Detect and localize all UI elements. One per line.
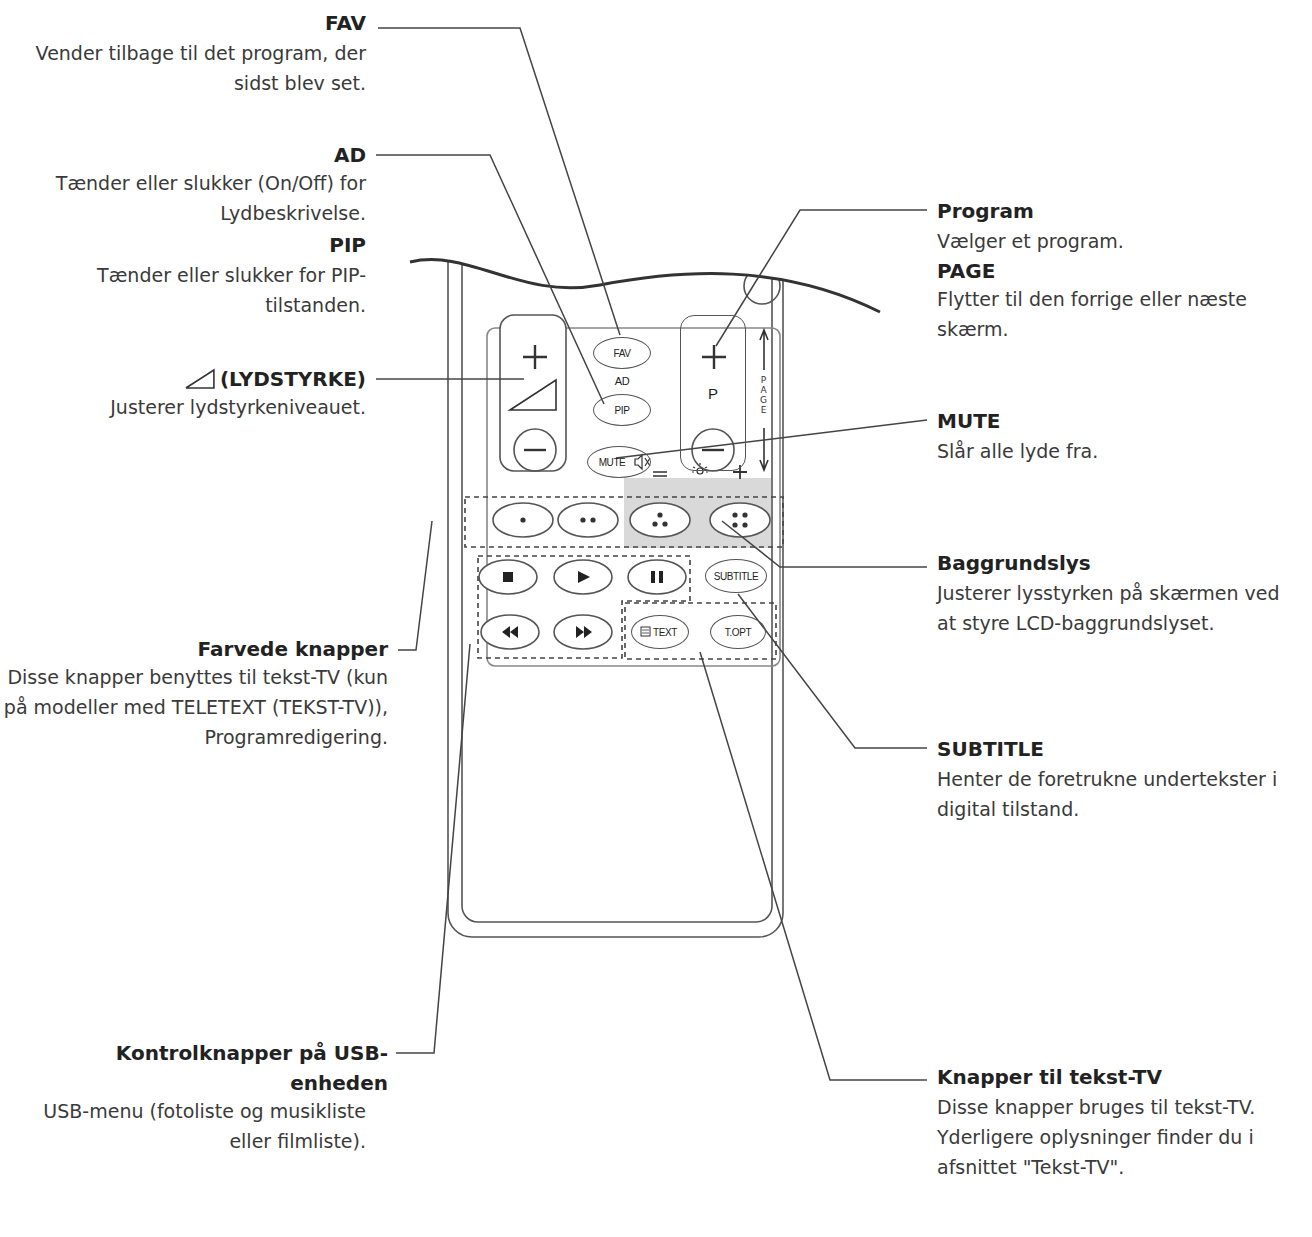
callout-text: Henter de foretrukne undertekster i digi… — [937, 764, 1287, 824]
callout-text: Tænder eller slukker (On/Off) for Lydbes… — [21, 168, 366, 228]
volume-rocker — [500, 315, 566, 471]
callout-heading: (LYDSTYRKE) — [220, 364, 366, 394]
green-button — [558, 503, 618, 537]
leader-line — [378, 28, 620, 335]
remote-button: MUTE — [587, 446, 651, 478]
minus-button — [692, 429, 734, 471]
plus-symbol — [702, 345, 726, 369]
remote-button: T.OPT — [710, 615, 766, 649]
callout-text: Disse knapper bruges til tekst-TV. Yderl… — [937, 1092, 1307, 1182]
group-bracket — [465, 497, 783, 547]
callout-text: Vælger et program. — [937, 226, 1124, 256]
callout-heading: Program — [937, 196, 1034, 226]
button-label: TEXT — [653, 627, 677, 638]
volume-icon — [186, 370, 214, 388]
minus-button — [514, 429, 556, 471]
yellow-button — [630, 503, 690, 537]
leader-line — [398, 521, 432, 650]
remote-inner-edge — [462, 230, 772, 922]
callout-heading: Farvede knapper — [198, 634, 388, 664]
leader-line — [616, 420, 927, 458]
callout-heading: PIP — [329, 230, 366, 260]
callout-text: Disse knapper benyttes til tekst-TV (kun… — [3, 662, 388, 752]
group-bracket — [625, 603, 776, 659]
button-label: MUTE — [599, 457, 626, 468]
sun-icon — [697, 468, 703, 474]
page-up-arrow — [760, 330, 768, 370]
minus-symbol — [702, 449, 724, 451]
callout-heading: MUTE — [937, 406, 1000, 436]
button-label: P — [708, 385, 718, 402]
button-label: T.OPT — [725, 627, 751, 638]
remote-housing — [448, 230, 783, 937]
plus-symbol — [523, 345, 547, 369]
callout-heading: FAV — [325, 8, 366, 38]
callout-text: Justerer lydstyrkeniveauet. — [110, 392, 366, 422]
callout-text: USB-menu (fotoliste og musikliste eller … — [36, 1096, 366, 1156]
remote-button: SUBTITLE — [705, 559, 768, 593]
callout-heading: SUBTITLE — [937, 734, 1044, 764]
program-rocker: P — [680, 315, 746, 471]
page-down-arrow — [760, 428, 768, 470]
cut-cover — [398, 190, 884, 314]
pause-button — [628, 560, 686, 594]
leader-line — [722, 521, 927, 567]
volume-symbol — [510, 380, 556, 410]
minus-symbol — [653, 472, 667, 476]
teletext-icon — [641, 627, 650, 636]
callout-text: Flytter til den forrige eller næste skær… — [937, 284, 1257, 344]
leader-line — [700, 652, 927, 1080]
leader-line — [376, 155, 604, 404]
red-button — [493, 503, 553, 537]
stop-button — [479, 560, 537, 594]
remote-button: ADPIP — [593, 394, 651, 426]
minus-symbol — [524, 449, 546, 451]
forward-button — [554, 615, 612, 649]
plus-symbol — [733, 465, 747, 479]
callout-text: Tænder eller slukker for PIP-tilstanden. — [11, 260, 366, 320]
rewind-button — [481, 615, 539, 649]
callout-heading: Baggrundslys — [937, 548, 1091, 578]
callout-heading: Kontrolknapper på USB-enheden — [48, 1038, 388, 1098]
leader-line — [396, 644, 470, 1053]
callout-heading: Knapper til tekst-TV — [937, 1062, 1162, 1092]
callout-text: Justerer lysstyrken på skærmen ved at st… — [937, 578, 1287, 638]
callout-heading: PAGE — [937, 256, 995, 286]
callout-text: Slår alle lyde fra. — [937, 436, 1098, 466]
cut-line — [410, 260, 880, 312]
leader-line — [716, 210, 927, 346]
backlight-shade — [624, 478, 771, 548]
callout-text: Vender tilbage til det program, der sids… — [21, 38, 366, 98]
blue-button — [710, 503, 770, 537]
mute-icon — [635, 455, 650, 469]
remote-button: TEXT — [631, 615, 689, 649]
button-label: FAV — [614, 348, 631, 359]
page-marking: PAGE — [759, 376, 768, 416]
group-bracket — [478, 556, 690, 658]
leader-lines — [376, 28, 927, 1080]
leader-line — [376, 378, 524, 380]
callout-heading: AD — [334, 140, 366, 170]
remote-button: FAV — [593, 337, 651, 369]
play-button — [554, 560, 612, 594]
button-label: SUBTITLE — [714, 571, 759, 582]
leader-line — [738, 594, 927, 748]
button-label: PIP — [615, 405, 630, 416]
button-caption: AD — [594, 375, 650, 387]
